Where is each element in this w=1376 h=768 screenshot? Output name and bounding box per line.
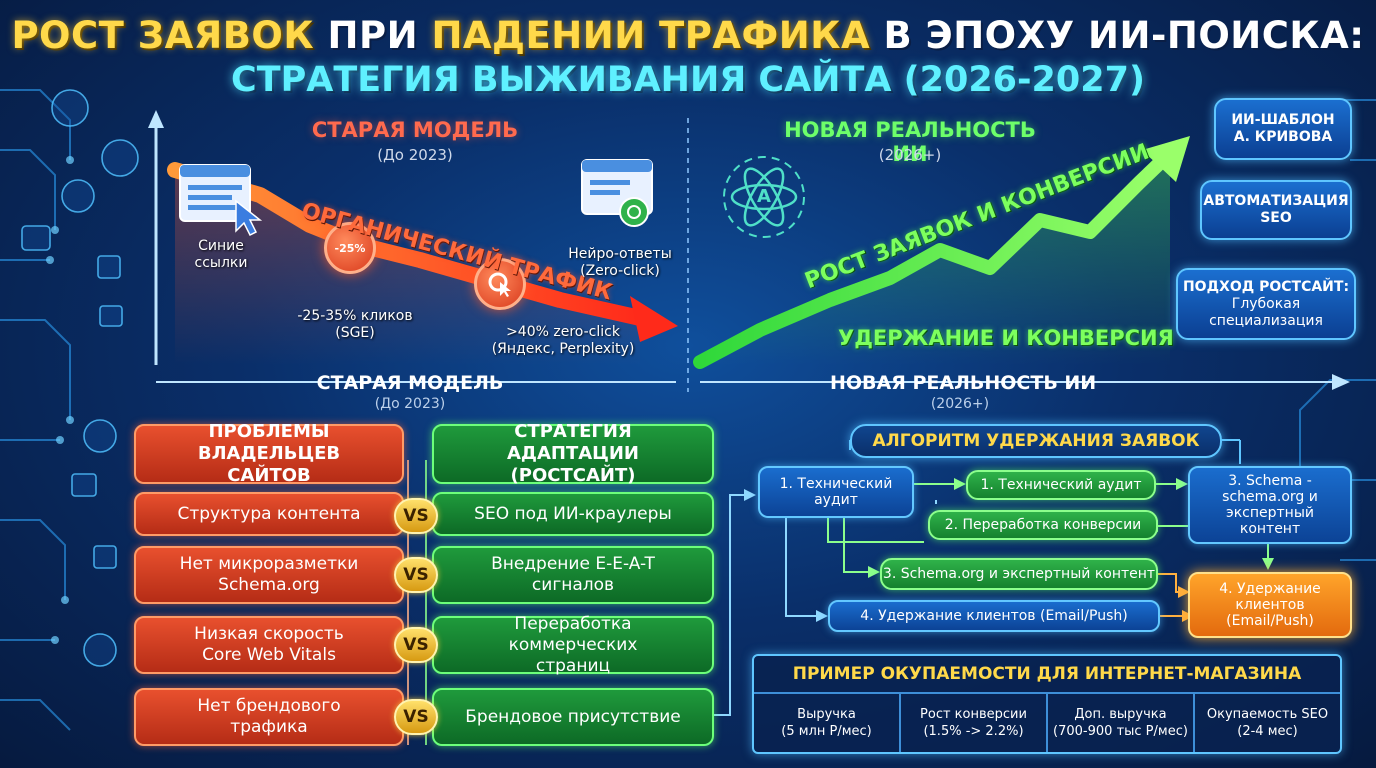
vs-badge: VS [394,627,438,663]
pill-ai-template-line1: ИИ-ШАБЛОН [1231,112,1335,128]
green-trend-line [693,151,1172,369]
algorithm-start-audit: 1. Технический аудит [758,466,914,518]
problems-header: ПРОБЛЕМЫ ВЛАДЕЛЬЦЕВ САЙТОВ [134,421,404,486]
blue-links-label: Синие ссылки [194,238,248,271]
roi-cell-bottom: (700-900 тыс Р/мес) [1053,724,1188,739]
pill-ai-template-line2: А. КРИВОВА [1233,129,1333,145]
y-axis-arrow [148,110,164,128]
strategy-item: Внедрение E-E-A-T сигналов [432,546,714,604]
pill-rostsite-line1: ПОДХОД РОСТСАЙТ: [1182,278,1350,295]
neuro-browser-icon [581,159,653,227]
pill-seo-automation-line1: АВТОМАТИЗАЦИЯ [1203,193,1349,209]
page-title-line2: СТРАТЕГИЯ ВЫЖИВАНИЯ САЙТА (2026-2027) [231,60,1145,100]
strategy-header: СТРАТЕГИЯ АДАПТАЦИИ (РОСТСАЙТ) [432,421,714,486]
cursor-gear-icon [474,258,526,310]
ai-logo-letter: A [757,186,771,207]
clicks-drop-label: -25-35% кликов (SGE) [297,308,413,341]
new-model-title: НОВАЯ РЕАЛЬНОСТЬ ИИ [784,118,1036,166]
algorithm-schema-box: 3. Schema - schema.org и экспертный конт… [1188,466,1352,544]
algorithm-step-conversion: 2. Переработка конверсии [928,510,1158,540]
title-padenii: ПАДЕНИИ ТРАФИКА [431,14,871,57]
title-rost-zayavok: РОСТ ЗАЯВОК [11,14,315,57]
red-trend-line [167,162,648,326]
algorithm-retention-box: 4. Удержание клиентов (Email/Push) [1188,572,1352,638]
green-arrowhead [1142,136,1190,182]
pill-seo-automation-line2: SEO [1260,210,1292,226]
roi-cell-top: Окупаемость SEO [1206,707,1329,722]
strategy-item: Переработка коммерческих страниц [432,614,714,676]
title-pri: ПРИ [327,14,419,57]
old-model-subtitle: (До 2023) [377,146,453,164]
vs-badge: VS [394,498,438,534]
roi-cell-bottom: (1.5% -> 2.2%) [923,724,1024,739]
roi-cell-bottom: (5 млн Р/мес) [781,724,872,739]
roi-cell-conversion: Рост конверсии (1.5% -> 2.2%) [901,694,1048,752]
algorithm-step-retention: 4. Удержание клиентов (Email/Push) [828,600,1160,632]
axis-right-subtitle: (2026+) [930,396,990,412]
algorithm-step-schema: 3. Schema.org и экспертный контент [880,558,1158,590]
pill-rostsite-approach: ПОДХОД РОСТСАЙТ: Глубокая специализация [1176,268,1356,340]
pill-rostsite-line2: Глубокая [1231,295,1301,312]
roi-cell-extra-revenue: Доп. выручка (700-900 тыс Р/мес) [1048,694,1195,752]
magnifier-icon: -25% [324,222,376,274]
vs-badge: VS [394,557,438,593]
pill-ai-template: ИИ-ШАБЛОН А. КРИВОВА [1214,98,1352,160]
browser-icon [179,164,263,237]
roi-table: ПРИМЕР ОКУПАЕМОСТИ ДЛЯ ИНТЕРНЕТ-МАГАЗИНА… [752,654,1342,754]
algorithm-title: АЛГОРИТМ УДЕРЖАНИЯ ЗАЯВОК [850,424,1222,458]
title-epoha: В ЭПОХУ ИИ-ПОИСКА: [883,14,1365,57]
new-model-subtitle: (2026+) [878,146,942,164]
roi-cell-top: Рост конверсии [920,707,1027,722]
red-arrowhead [630,296,678,342]
roi-title: ПРИМЕР ОКУПАЕМОСТИ ДЛЯ ИНТЕРНЕТ-МАГАЗИНА [754,656,1340,694]
ai-atom-icon [723,156,805,238]
roi-row: Выручка (5 млн Р/мес) Рост конверсии (1.… [754,694,1340,752]
retention-label: УДЕРЖАНИЕ И КОНВЕРСИЯ [838,326,1174,350]
traffic-chart [148,110,1350,392]
axis-left-title: СТАРАЯ МОДЕЛЬ [316,372,504,394]
old-model-title: СТАРАЯ МОДЕЛЬ [311,118,519,142]
drop-percent-badge: -25% [334,241,366,255]
roi-cell-top: Выручка [797,707,856,722]
roi-cell-payback: Окупаемость SEO (2-4 мес) [1195,694,1340,752]
roi-cell-revenue: Выручка (5 млн Р/мес) [754,694,901,752]
pill-rostsite-line3: специализация [1209,312,1323,329]
problem-item: Структура контента [134,492,404,536]
x-axis-arrow [1332,374,1350,390]
axis-left-subtitle: (До 2023) [374,396,446,412]
zero-click-label: >40% zero-click (Яндекс, Perplexity) [491,324,635,357]
problem-item: Нет микроразметки Schema.org [134,546,404,604]
axis-right-title: НОВАЯ РЕАЛЬНОСТЬ ИИ [830,372,1097,394]
strategy-item: Брендовое присутствие [432,688,714,746]
neuro-answers-label: Нейро-ответы (Zero-click) [568,246,672,279]
roi-cell-top: Доп. выручка [1074,707,1167,722]
strategy-item: SEO под ИИ-краулеры [432,492,714,536]
pill-seo-automation: АВТОМАТИЗАЦИЯ SEO [1200,180,1352,240]
page-title-line1: РОСТ ЗАЯВОК ПРИ ПАДЕНИИ ТРАФИКА В ЭПОХУ … [0,14,1376,57]
algorithm-step-audit: 1. Технический аудит [966,470,1156,500]
problem-item: Низкая скорость Core Web Vitals [134,616,404,674]
problem-item: Нет брендового трафика [134,688,404,746]
vs-badge: VS [394,699,438,735]
roi-cell-bottom: (2-4 мес) [1237,724,1298,739]
